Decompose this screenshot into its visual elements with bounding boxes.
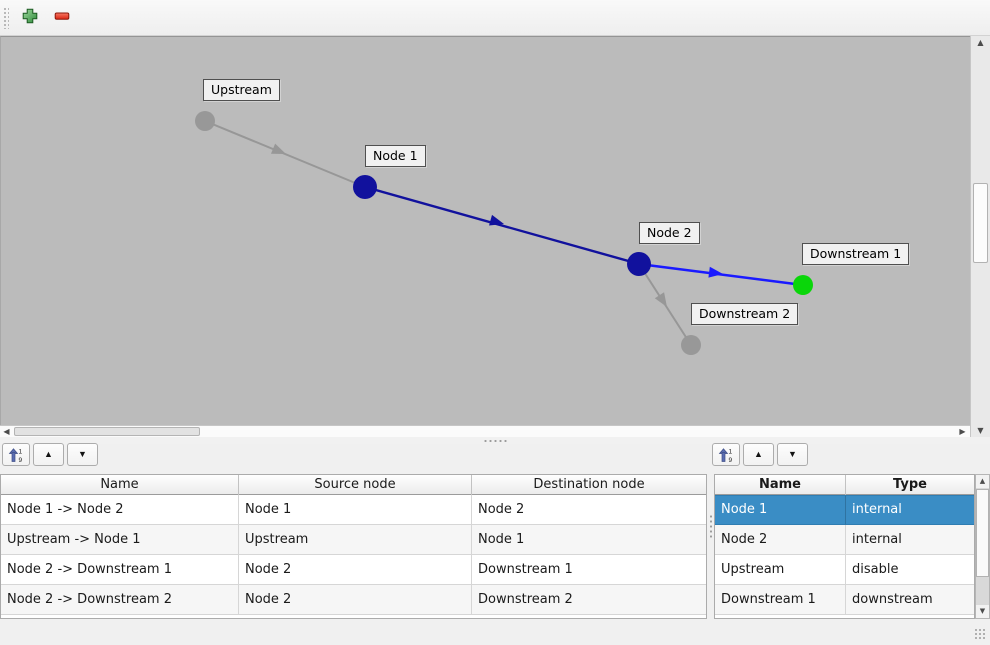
arrowhead-icon <box>654 292 667 307</box>
edges-sort-button[interactable]: 1 9 <box>2 443 30 466</box>
edges-table-row[interactable]: Node 2 -> Downstream 2 Node 2 Downstream… <box>1 585 706 615</box>
splitter-grip-icon <box>483 439 509 443</box>
edges-move-down-button[interactable]: ▼ <box>67 443 98 466</box>
edges-header-source[interactable]: Source node <box>239 475 472 495</box>
nodes-table-scrollbar[interactable]: ▲ ▼ <box>975 474 990 619</box>
nodes-header-name[interactable]: Name <box>715 475 846 495</box>
toolbar-grip[interactable] <box>3 7 9 29</box>
up-triangle-icon: ▲ <box>754 449 763 459</box>
arrowhead-icon <box>489 214 504 226</box>
edges-table: Name Source node Destination node Node 1… <box>0 474 707 619</box>
remove-button[interactable] <box>47 0 77 34</box>
horizontal-scrollbar-thumb[interactable] <box>14 427 200 436</box>
down-triangle-icon: ▼ <box>788 449 797 459</box>
scroll-right-icon[interactable]: ▶ <box>959 427 966 436</box>
sort-ascending-icon: 1 9 <box>8 447 23 463</box>
nodes-scrollbar-thumb[interactable] <box>976 489 989 577</box>
scroll-down-icon[interactable]: ▼ <box>976 605 989 618</box>
edge-node1-node2[interactable] <box>364 185 640 266</box>
edges-table-row[interactable]: Node 1 -> Node 2 Node 1 Node 2 <box>1 495 706 525</box>
graph-node-node1[interactable] <box>353 175 377 199</box>
window-resize-grip-icon[interactable] <box>974 628 986 640</box>
down-triangle-icon: ▼ <box>78 449 87 459</box>
nodes-table-row[interactable]: Upstream disable <box>715 555 974 585</box>
nodes-table-row[interactable]: Node 2 internal <box>715 525 974 555</box>
graph-node-upstream[interactable] <box>195 111 215 131</box>
vertical-scrollbar-thumb[interactable] <box>973 183 988 263</box>
nodes-table-header: Name Type <box>715 475 974 495</box>
edges-header-name[interactable]: Name <box>1 475 239 495</box>
nodes-table-row-selected[interactable]: Node 1 internal <box>715 495 974 525</box>
nodes-table-row[interactable]: Downstream 1 downstream <box>715 585 974 615</box>
canvas-horizontal-scrollbar[interactable]: ◀ ▶ <box>0 425 970 437</box>
scroll-down-icon[interactable]: ▼ <box>977 426 984 435</box>
scroll-left-icon[interactable]: ◀ <box>3 427 10 436</box>
svg-text:9: 9 <box>19 457 23 463</box>
graph-svg <box>195 111 813 355</box>
nodes-sort-button[interactable]: 1 9 <box>712 443 740 466</box>
scroll-up-icon[interactable]: ▲ <box>977 38 984 47</box>
edges-move-up-button[interactable]: ▲ <box>33 443 64 466</box>
node-label-upstream: Upstream <box>203 79 280 101</box>
edges-table-row[interactable]: Upstream -> Node 1 Upstream Node 1 <box>1 525 706 555</box>
svg-text:1: 1 <box>19 448 23 455</box>
svg-text:9: 9 <box>729 457 733 463</box>
vertical-splitter[interactable] <box>707 444 714 620</box>
graph-canvas[interactable]: Upstream Node 1 Node 2 Downstream 1 Down… <box>0 36 970 425</box>
node-label-downstream1: Downstream 1 <box>802 243 910 265</box>
nodes-table: Name Type Node 1 internal Node 2 interna… <box>714 474 975 619</box>
nodes-header-type[interactable]: Type <box>893 477 927 492</box>
edges-table-row[interactable]: Node 2 -> Downstream 1 Node 2 Downstream… <box>1 555 706 585</box>
nodes-move-up-button[interactable]: ▲ <box>743 443 774 466</box>
node-label-downstream2: Downstream 2 <box>691 303 799 325</box>
horizontal-splitter[interactable] <box>0 437 990 444</box>
splitter-grip-icon <box>709 514 713 538</box>
edge-upstream-node1[interactable] <box>204 120 366 188</box>
canvas-vertical-scrollbar[interactable]: ▲ ▼ <box>970 36 990 437</box>
graph-node-downstream2[interactable] <box>681 335 701 355</box>
sort-ascending-icon: 1 9 <box>718 447 733 463</box>
scroll-up-icon[interactable]: ▲ <box>976 475 989 488</box>
plus-icon <box>22 8 38 27</box>
graph-node-downstream1[interactable] <box>793 275 813 295</box>
arrowhead-icon <box>708 266 723 278</box>
nodes-move-down-button[interactable]: ▼ <box>777 443 808 466</box>
edges-table-header: Name Source node Destination node <box>1 475 706 495</box>
arrowhead-icon <box>270 143 286 154</box>
node-label-node2: Node 2 <box>639 222 700 244</box>
svg-text:1: 1 <box>729 448 733 455</box>
graph-node-node2[interactable] <box>627 252 651 276</box>
edges-header-destination[interactable]: Destination node <box>533 477 645 492</box>
minus-icon <box>54 8 70 27</box>
node-label-node1: Node 1 <box>365 145 426 167</box>
add-button[interactable] <box>15 0 45 34</box>
up-triangle-icon: ▲ <box>44 449 53 459</box>
main-toolbar <box>0 0 990 36</box>
